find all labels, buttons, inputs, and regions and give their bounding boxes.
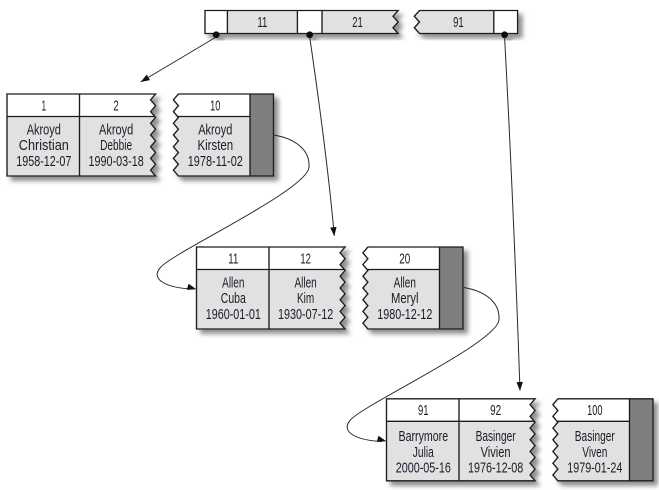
svg-text:Allen: Allen [294, 274, 316, 291]
svg-text:Kim: Kim [297, 290, 314, 307]
svg-text:12: 12 [300, 250, 311, 267]
svg-text:11: 11 [257, 14, 267, 31]
svg-text:2: 2 [114, 97, 119, 114]
svg-text:100: 100 [587, 402, 602, 419]
svg-text:Debbie: Debbie [100, 137, 132, 154]
svg-text:Julia: Julia [413, 444, 434, 461]
svg-text:92: 92 [490, 402, 501, 419]
svg-text:Meryl: Meryl [391, 290, 419, 307]
svg-text:Cuba: Cuba [221, 290, 247, 307]
svg-text:1930-07-12: 1930-07-12 [278, 306, 333, 323]
svg-text:Kirsten: Kirsten [197, 137, 233, 154]
svg-text:1990-03-18: 1990-03-18 [89, 153, 144, 170]
svg-text:Akroyd: Akroyd [27, 121, 61, 138]
svg-text:Christian: Christian [19, 137, 69, 154]
svg-text:1960-01-01: 1960-01-01 [206, 306, 261, 323]
svg-text:Allen: Allen [394, 274, 416, 291]
svg-text:1976-12-08: 1976-12-08 [468, 460, 523, 477]
svg-text:91: 91 [418, 402, 429, 419]
svg-text:Vivien: Vivien [481, 444, 511, 461]
svg-text:Barrymore: Barrymore [399, 428, 449, 445]
svg-text:1958-12-07: 1958-12-07 [16, 153, 71, 170]
svg-text:1980-12-12: 1980-12-12 [377, 306, 432, 323]
svg-text:1978-11-02: 1978-11-02 [188, 153, 243, 170]
svg-text:Allen: Allen [222, 274, 244, 291]
svg-text:1: 1 [42, 97, 47, 114]
svg-text:Basinger: Basinger [575, 428, 615, 445]
svg-text:21: 21 [352, 14, 363, 31]
svg-text:20: 20 [399, 250, 410, 267]
svg-text:Akroyd: Akroyd [99, 121, 133, 138]
svg-text:Viven: Viven [582, 444, 607, 461]
svg-text:2000-05-16: 2000-05-16 [396, 460, 451, 477]
svg-text:91: 91 [453, 14, 464, 31]
svg-text:1979-01-24: 1979-01-24 [567, 460, 622, 477]
svg-text:Akroyd: Akroyd [198, 121, 232, 138]
svg-text:11: 11 [228, 250, 238, 267]
svg-text:Basinger: Basinger [476, 428, 516, 445]
svg-text:10: 10 [210, 97, 220, 114]
